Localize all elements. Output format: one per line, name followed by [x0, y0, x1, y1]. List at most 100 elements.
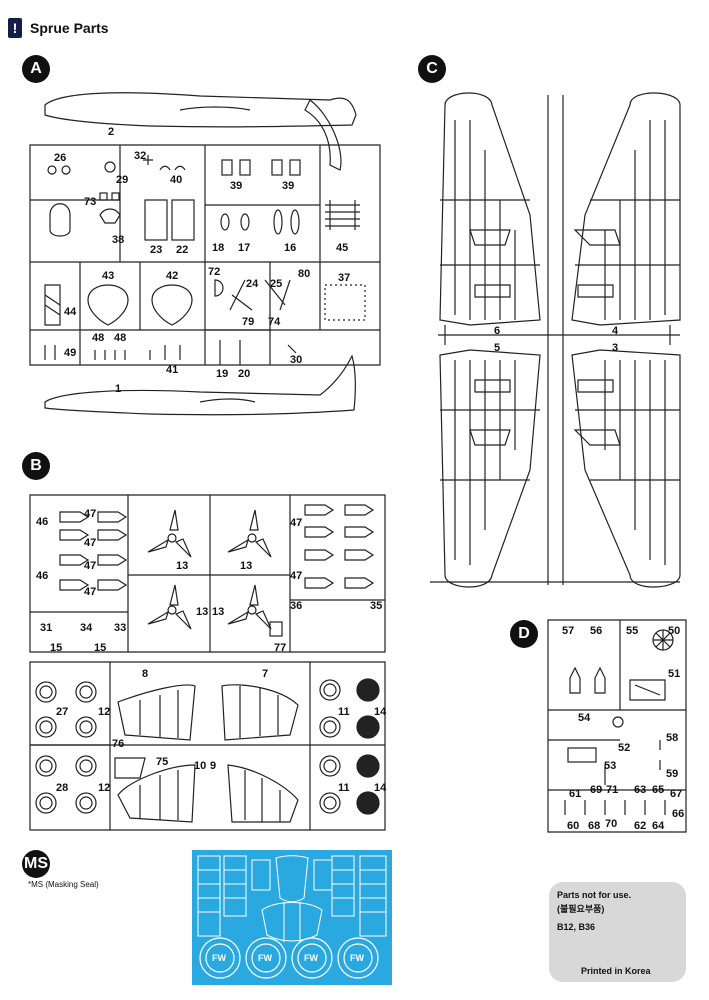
printed-in-label: Printed in Korea: [581, 966, 651, 976]
sprue-d-frame: [547, 619, 687, 833]
part-label: 46: [36, 516, 49, 528]
part-label: 43: [102, 270, 115, 282]
part-label: 56: [590, 625, 603, 637]
part-label: 19: [216, 368, 229, 380]
section-ms-badge: MS: [22, 850, 50, 878]
part-label: 45: [336, 242, 349, 254]
part-label: 8: [142, 668, 149, 680]
part-label: 40: [170, 174, 183, 186]
part-label: 53: [604, 760, 617, 772]
part-label: 60: [567, 820, 580, 832]
part-label: 15: [50, 642, 63, 654]
part-label: 13: [196, 606, 209, 618]
masking-seal-sheet: FW FW FW FW: [192, 850, 392, 985]
part-label: 47: [290, 570, 303, 582]
part-label: 80: [298, 268, 311, 280]
sprue-a-frame: [29, 144, 381, 366]
part-label: 47: [84, 537, 97, 549]
part-label: 22: [176, 244, 189, 256]
part-label: 10: [194, 760, 207, 772]
part-label: 48: [92, 332, 105, 344]
notice-line-2: (불필요부품): [557, 904, 605, 914]
part-label: 39: [282, 180, 295, 192]
section-c-badge: C: [418, 55, 446, 83]
fuselage-half-2: [44, 92, 357, 128]
sprue-b-bottom-frame: [29, 661, 386, 831]
wing-lower-right: [571, 349, 681, 588]
part-label: 14: [374, 782, 387, 794]
part-label: 28: [56, 782, 69, 794]
part-label: 9: [210, 760, 217, 772]
header-alert-icon: !: [8, 18, 22, 38]
part-label: 64: [652, 820, 665, 832]
part-label: 44: [64, 306, 77, 318]
fuselage-half-1: [44, 354, 356, 416]
part-label: 34: [80, 622, 93, 634]
part-label: 46: [36, 570, 49, 582]
part-label: 23: [150, 244, 163, 256]
page-title: Sprue Parts: [30, 20, 109, 36]
part-label: 26: [54, 152, 67, 164]
wing-lower-left: [439, 349, 541, 588]
part-label: 12: [98, 706, 111, 718]
part-label: 63: [634, 784, 647, 796]
part-label: 65: [652, 784, 665, 796]
part-label: 57: [562, 625, 575, 637]
part-label: 18: [212, 242, 225, 254]
part-label: 76: [112, 738, 125, 750]
part-label: 71: [606, 784, 619, 796]
part-label: 5: [494, 342, 501, 354]
part-label: 4: [612, 325, 619, 337]
part-label: 77: [274, 642, 287, 654]
part-label: 27: [56, 706, 69, 718]
part-label: 30: [290, 354, 303, 366]
part-label: 15: [94, 642, 107, 654]
part-label: 31: [40, 622, 53, 634]
part-label: 67: [670, 788, 683, 800]
part-label: 6: [494, 325, 501, 337]
part-label: 41: [166, 364, 179, 376]
part-label: 14: [374, 706, 387, 718]
part-label: 48: [114, 332, 127, 344]
part-label: 58: [666, 732, 679, 744]
part-label: 49: [64, 347, 77, 359]
part-label: 24: [246, 278, 259, 290]
part-label: 13: [176, 560, 189, 572]
part-label: 59: [666, 768, 679, 780]
part-label: 66: [672, 808, 685, 820]
part-label: 51: [668, 668, 681, 680]
wing-upper-right: [571, 92, 681, 326]
part-label: 3: [612, 342, 619, 354]
part-label: 61: [569, 788, 582, 800]
part-label: 37: [338, 272, 351, 284]
part-label: 25: [270, 278, 283, 290]
part-label: 72: [208, 266, 221, 278]
part-label: 17: [238, 242, 251, 254]
part-label: 16: [284, 242, 297, 254]
part-label: 33: [114, 622, 127, 634]
part-label: 13: [240, 560, 253, 572]
mask-fw-label: FW: [258, 953, 272, 963]
part-label: 52: [618, 742, 631, 754]
part-label: 39: [230, 180, 243, 192]
notice-parts-list: B12, B36: [557, 922, 596, 932]
part-label: 68: [588, 820, 601, 832]
mask-fw-label: FW: [304, 953, 318, 963]
unused-parts-notice: Parts not for use. (불필요부품) B12, B36 Prin…: [549, 882, 686, 982]
ms-caption: *MS (Masking Seal): [28, 880, 99, 889]
part-label: 7: [262, 668, 269, 680]
part-label: 29: [116, 174, 129, 186]
part-label: 2: [108, 126, 115, 138]
part-label: 11: [338, 782, 350, 794]
part-label: 13: [212, 606, 225, 618]
part-label: 73: [84, 196, 97, 208]
section-a-badge: A: [22, 55, 50, 83]
sprue-c-frame: [430, 95, 680, 585]
mask-fw-label: FW: [350, 953, 364, 963]
part-label: 36: [290, 600, 303, 612]
part-label: 54: [578, 712, 591, 724]
part-label: 47: [290, 517, 303, 529]
sprue-b-top-frame: [29, 494, 386, 653]
part-label: 69: [590, 784, 603, 796]
